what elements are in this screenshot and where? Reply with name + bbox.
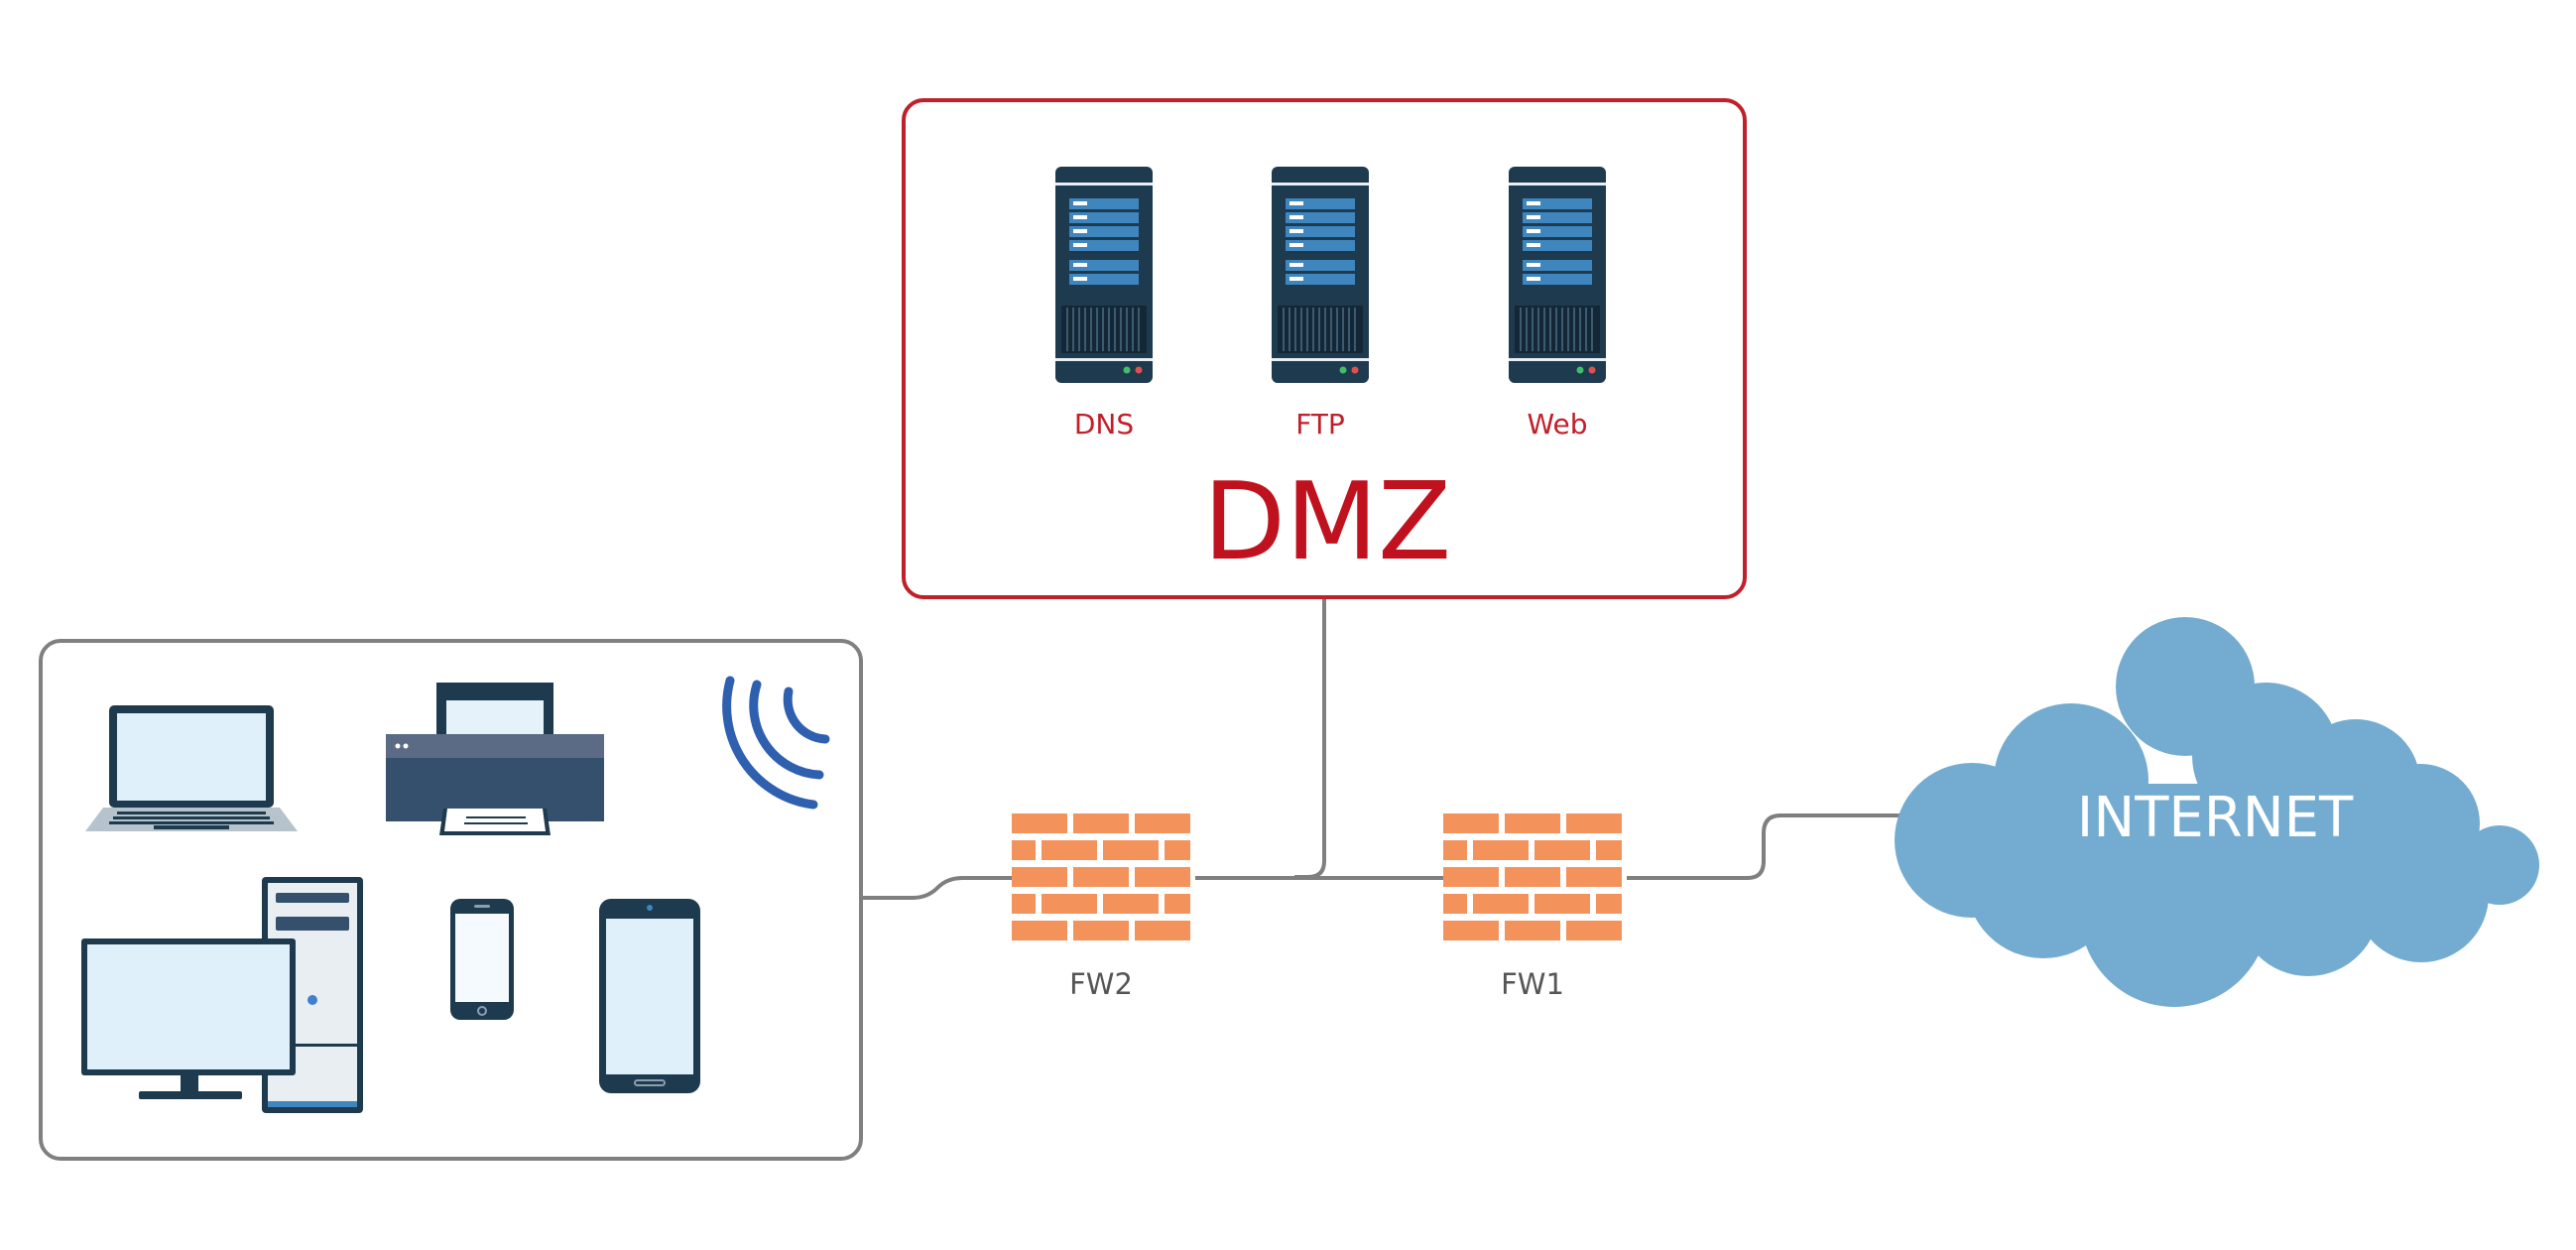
- firewall-fw2: FW2: [1012, 813, 1190, 1001]
- wire-dmz-drop: [1294, 597, 1326, 879]
- server-icon: [1271, 166, 1370, 384]
- lan-zone: [39, 639, 863, 1161]
- server-label-ftp: FTP: [1295, 408, 1345, 440]
- brick-wall-icon: [1012, 813, 1190, 940]
- brick-wall-icon: [1443, 813, 1622, 940]
- wifi-icon: [722, 676, 830, 810]
- internet-cloud: INTERNET: [1895, 617, 2539, 1007]
- wire-lan-fw2: [861, 876, 1012, 900]
- smartphone-icon: [450, 899, 514, 1020]
- server-icon: [1508, 166, 1607, 384]
- cloud-icon: [1895, 617, 2539, 1007]
- server-icon: [1054, 166, 1154, 384]
- firewall-label-fw1: FW1: [1501, 967, 1564, 1001]
- server-label-web: Web: [1527, 408, 1587, 440]
- server-web: Web: [1508, 166, 1607, 440]
- dmz-title: DMZ: [1203, 460, 1451, 584]
- connection-lines: [861, 597, 1902, 900]
- laptop-icon: [85, 705, 298, 831]
- server-label-dns: DNS: [1074, 408, 1134, 440]
- server-dns: DNS: [1054, 166, 1154, 440]
- tablet-icon: [599, 899, 700, 1093]
- firewall-fw1: FW1: [1443, 813, 1622, 1001]
- server-ftp: FTP: [1271, 166, 1370, 440]
- firewall-label-fw2: FW2: [1069, 967, 1133, 1001]
- monitor-icon: [81, 938, 296, 1099]
- internet-label: INTERNET: [2077, 786, 2354, 850]
- dmz-zone: DNS FTP Web DMZ: [902, 98, 1747, 599]
- printer-icon: [386, 683, 604, 835]
- wire-fw1-internet: [1627, 813, 1902, 880]
